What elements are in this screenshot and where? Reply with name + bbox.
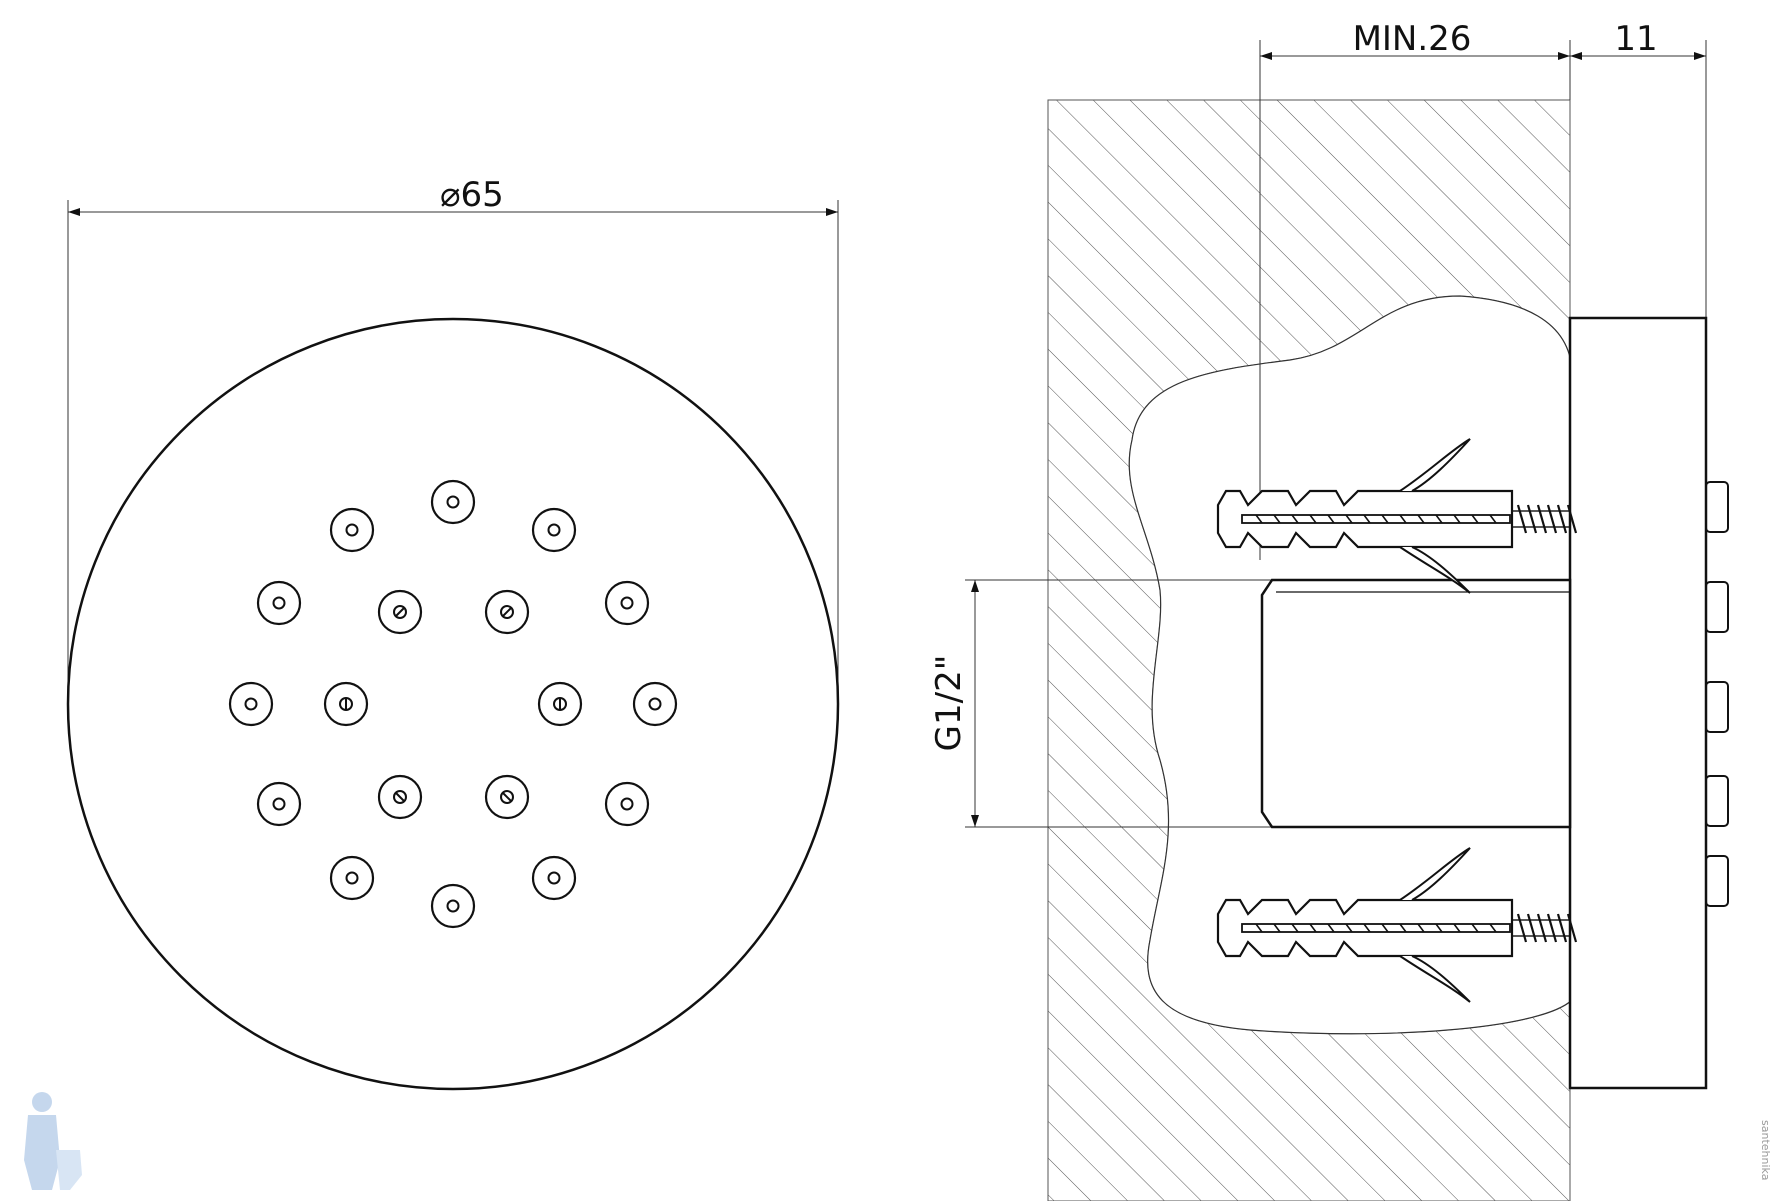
plate-nozzles bbox=[1705, 481, 1729, 907]
pipe-connector bbox=[1260, 578, 1572, 829]
shower-body-outline bbox=[66, 317, 840, 1091]
anchor-group bbox=[1216, 438, 1578, 1003]
depth-label: MIN.26 bbox=[1353, 19, 1472, 59]
plate-nozzle bbox=[1705, 775, 1729, 827]
nozzle-adjustable bbox=[377, 774, 423, 820]
nozzle bbox=[256, 580, 302, 626]
diameter-symbol: ⌀ bbox=[440, 175, 460, 215]
nozzle-adjustable bbox=[484, 774, 530, 820]
nozzle-group bbox=[228, 479, 678, 929]
wall-anchor bbox=[1216, 847, 1578, 1003]
thread-label: G1/2" bbox=[929, 655, 969, 752]
wall-anchor bbox=[1216, 438, 1578, 594]
side-view: MIN.26 11 G1/2" bbox=[929, 19, 1729, 1201]
plate-nozzle bbox=[1705, 855, 1729, 907]
nozzle bbox=[531, 507, 577, 553]
nozzle-adjustable bbox=[377, 589, 423, 635]
front-view: ⌀65 bbox=[66, 175, 840, 1091]
diameter-label: ⌀65 bbox=[440, 175, 504, 215]
nozzle bbox=[604, 580, 650, 626]
plate-nozzle bbox=[1705, 581, 1729, 633]
diameter-value: 65 bbox=[460, 175, 503, 215]
nozzle bbox=[430, 883, 476, 929]
nozzle bbox=[604, 781, 650, 827]
nozzle bbox=[256, 781, 302, 827]
nozzle bbox=[329, 855, 375, 901]
plate-nozzle bbox=[1705, 681, 1729, 733]
nozzle bbox=[430, 479, 476, 525]
nozzle bbox=[329, 507, 375, 553]
nozzle bbox=[632, 681, 678, 727]
nozzle bbox=[228, 681, 274, 727]
nozzle-adjustable bbox=[484, 589, 530, 635]
watermark-figure bbox=[24, 1092, 82, 1190]
cover-plate bbox=[1568, 316, 1708, 1090]
nozzle-adjustable bbox=[537, 681, 583, 727]
thickness-label: 11 bbox=[1614, 19, 1657, 59]
nozzle-adjustable bbox=[323, 681, 369, 727]
plate-nozzle bbox=[1705, 481, 1729, 533]
nozzle bbox=[531, 855, 577, 901]
watermark-text: santehnika bbox=[1759, 1120, 1772, 1181]
